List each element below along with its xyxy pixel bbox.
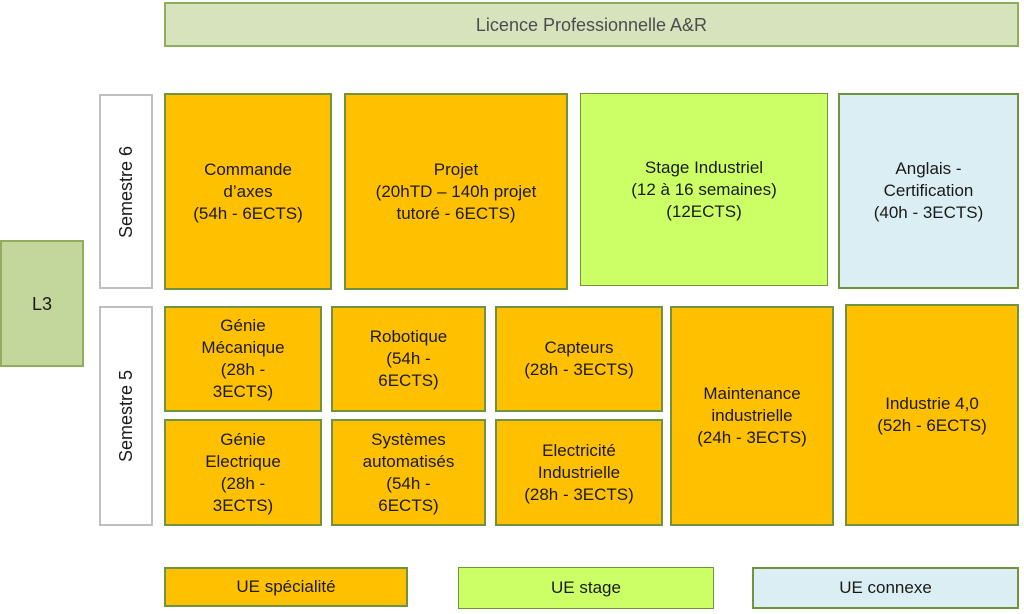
unit-systemes-automatises: Systèmes automatisés (54h - 6ECTS) [331, 419, 486, 526]
unit-genie-electrique: Génie Electrique (28h - 3ECTS) [164, 419, 322, 526]
unit-stage-industriel: Stage Industriel (12 à 16 semaines) (12E… [580, 93, 828, 286]
semester-5-text: Semestre 5 [116, 369, 137, 463]
level-label: L3 [0, 240, 84, 367]
semester-5-label: Semestre 5 [99, 306, 153, 526]
legend-ue-specialite: UE spécialité [164, 567, 408, 607]
unit-projet: Projet (20hTD – 140h projet tutoré - 6EC… [344, 93, 568, 290]
unit-genie-mecanique: Génie Mécanique (28h - 3ECTS) [164, 306, 322, 412]
semester-6-text: Semestre 6 [116, 145, 137, 238]
unit-capteurs: Capteurs (28h - 3ECTS) [495, 306, 663, 412]
unit-robotique: Robotique (54h - 6ECTS) [331, 306, 486, 412]
unit-commande-axes: Commande d’axes (54h - 6ECTS) [164, 93, 332, 290]
unit-maintenance-industrielle: Maintenance industrielle (24h - 3ECTS) [670, 306, 834, 526]
unit-anglais-certification: Anglais - Certification (40h - 3ECTS) [838, 93, 1019, 289]
semester-6-label: Semestre 6 [99, 94, 153, 289]
unit-industrie-4-0: Industrie 4,0 (52h - 6ECTS) [845, 304, 1019, 526]
legend-ue-stage: UE stage [458, 567, 714, 609]
legend-ue-connexe: UE connexe [752, 567, 1019, 609]
program-title: Licence Professionnelle A&R [164, 2, 1019, 47]
unit-electricite-industrielle: Electricité Industrielle (28h - 3ECTS) [495, 419, 663, 526]
